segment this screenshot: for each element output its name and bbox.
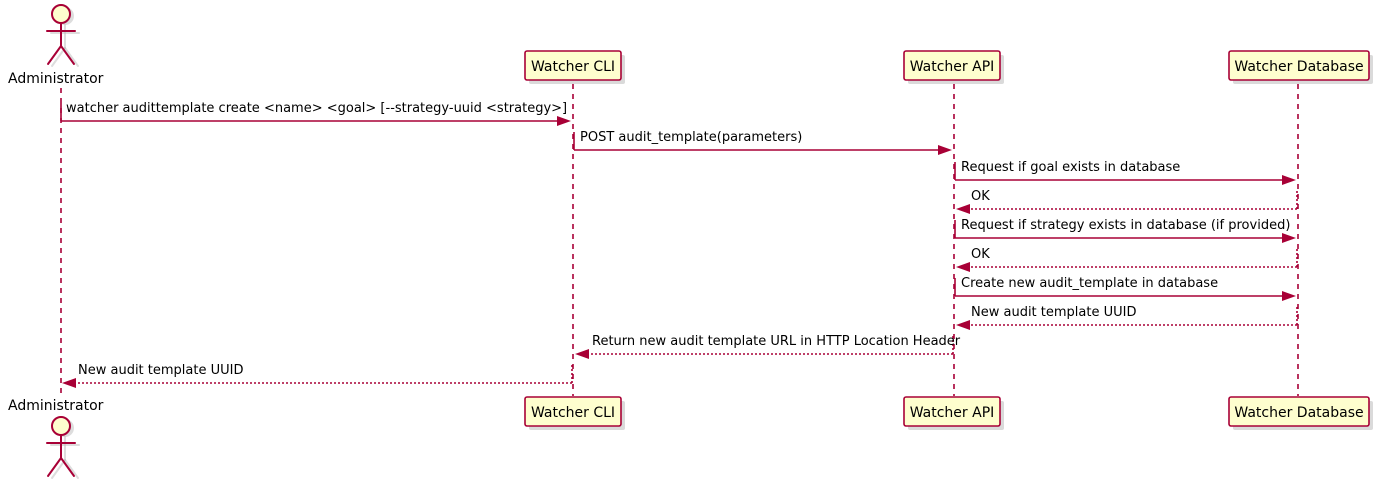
- lifelines: [60, 84, 1299, 396]
- actor-administrator-top[interactable]: Administrator: [8, 4, 104, 87]
- message-9-arrowhead: [575, 349, 589, 359]
- message-8-label: New audit template UUID: [971, 305, 1136, 320]
- message-6-arrowhead: [956, 262, 970, 272]
- actor-head-icon: [51, 4, 71, 24]
- participant-box: [1228, 50, 1370, 81]
- message-2-arrowhead: [938, 145, 952, 155]
- participant-watcher-database-bottom[interactable]: Watcher Database: [1228, 396, 1373, 430]
- participant-watcher-cli-top[interactable]: Watcher CLI: [524, 50, 625, 84]
- message-7-label: Create new audit_template in database: [961, 276, 1218, 291]
- message-7[interactable]: Create new audit_template in database: [954, 276, 1296, 301]
- participant-watcher-api-bottom[interactable]: Watcher API: [903, 396, 1004, 430]
- message-9[interactable]: Return new audit template URL in HTTP Lo…: [575, 334, 961, 359]
- message-9-label: Return new audit template URL in HTTP Lo…: [592, 334, 961, 349]
- actor-leg-left-icon: [47, 457, 62, 477]
- message-8-arrowhead: [956, 320, 970, 330]
- participant-box: [524, 50, 622, 81]
- participant-watcher-database-top[interactable]: Watcher Database: [1228, 50, 1373, 84]
- message-4-label: OK: [971, 189, 990, 204]
- message-10[interactable]: New audit template UUID: [62, 363, 573, 388]
- message-2[interactable]: POST audit_template(parameters): [573, 130, 952, 155]
- message-5[interactable]: Request if strategy exists in database (…: [954, 218, 1296, 243]
- message-5-arrowhead: [1282, 233, 1296, 243]
- actor-leg-right-icon: [60, 45, 75, 65]
- message-5-label: Request if strategy exists in database (…: [961, 218, 1290, 233]
- actor-leg-left-icon: [47, 45, 62, 65]
- message-8[interactable]: New audit template UUID: [956, 305, 1298, 330]
- participant-box: [903, 396, 1001, 427]
- message-3-arrowhead: [1282, 175, 1296, 185]
- participant-label-watcher-api-bottom: Watcher API: [910, 405, 995, 421]
- actor-head-icon: [51, 416, 71, 436]
- actor-label-administrator-bottom: Administrator: [8, 398, 104, 414]
- message-6[interactable]: OK: [956, 247, 1298, 272]
- participant-label-watcher-cli-top: Watcher CLI: [531, 59, 615, 75]
- actor-leg-right-icon: [60, 457, 75, 477]
- participant-watcher-api-top[interactable]: Watcher API: [903, 50, 1004, 84]
- message-10-arrowhead: [62, 378, 76, 388]
- actor-administrator-bottom[interactable]: Administrator: [8, 398, 104, 479]
- participant-box: [1228, 396, 1370, 427]
- message-1-arrowhead: [557, 116, 571, 126]
- participant-box: [524, 396, 622, 427]
- message-4-arrowhead: [956, 204, 970, 214]
- participant-label-watcher-database-top: Watcher Database: [1234, 59, 1363, 75]
- message-1[interactable]: watcher audittemplate create <name> <goa…: [60, 101, 571, 126]
- message-1-label: watcher audittemplate create <name> <goa…: [66, 101, 567, 116]
- message-7-arrowhead: [1282, 291, 1296, 301]
- message-6-label: OK: [971, 247, 990, 262]
- message-2-label: POST audit_template(parameters): [580, 130, 802, 145]
- participant-label-watcher-database-bottom: Watcher Database: [1234, 405, 1363, 421]
- message-4[interactable]: OK: [956, 189, 1298, 214]
- participant-box: [903, 50, 1001, 81]
- participant-label-watcher-api-top: Watcher API: [910, 59, 995, 75]
- actor-label-administrator-top: Administrator: [8, 71, 104, 87]
- message-3[interactable]: Request if goal exists in database: [954, 160, 1296, 185]
- message-10-label: New audit template UUID: [78, 363, 243, 378]
- message-3-label: Request if goal exists in database: [961, 160, 1180, 175]
- participant-label-watcher-cli-bottom: Watcher CLI: [531, 405, 615, 421]
- participant-watcher-cli-bottom[interactable]: Watcher CLI: [524, 396, 625, 430]
